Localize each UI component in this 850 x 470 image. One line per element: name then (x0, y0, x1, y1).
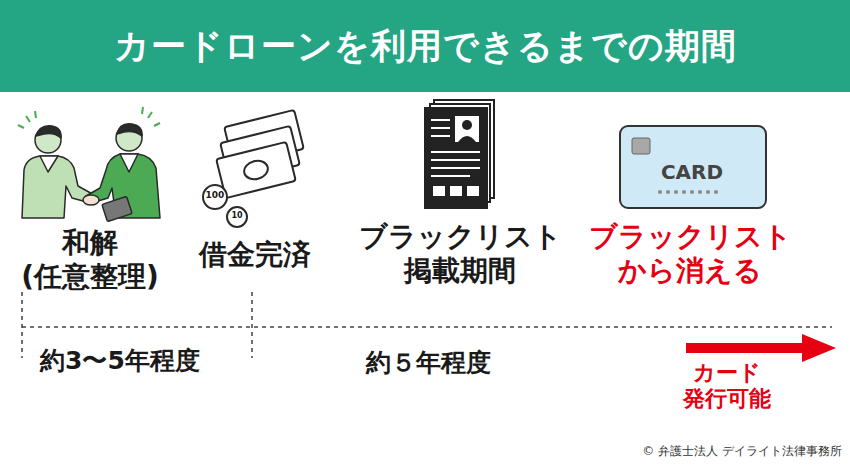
illustration-part (120, 154, 138, 172)
illustration-part (21, 292, 23, 358)
coin-text: 100 (206, 191, 225, 200)
step-label: ブラックリスト から消える (570, 220, 810, 287)
illustration-part (251, 292, 253, 358)
illustration-part (433, 186, 445, 196)
illustration-part (682, 190, 686, 194)
illustration-part (431, 120, 480, 176)
title: カードローンを利用できるまでの期間 (0, 0, 850, 92)
illustration-part (666, 190, 670, 194)
illustration-part (431, 127, 450, 129)
illustration-part (142, 107, 160, 126)
illustration-part (658, 190, 718, 194)
illustration-part (462, 120, 472, 130)
card-text: CARD (661, 160, 723, 184)
illustration-part (18, 111, 36, 128)
illustration-part (227, 207, 247, 227)
illustration-part (698, 190, 702, 194)
illustration-part (425, 108, 487, 208)
illustration-part (242, 158, 270, 181)
illustration-part (706, 190, 710, 194)
duration-label: 約５年程度 (366, 348, 491, 378)
handshake-icon (18, 107, 160, 222)
illustration-part (620, 126, 766, 208)
illustration-part (690, 190, 694, 194)
illustration-part (431, 167, 480, 169)
illustration-part (431, 135, 450, 137)
document-icon (425, 100, 494, 208)
coin-text: 10 (231, 212, 242, 220)
illustration-part (117, 124, 142, 136)
illustration-part (40, 156, 58, 172)
illustration-part (431, 159, 480, 161)
illustration-part (102, 196, 132, 221)
illustration-part (714, 190, 718, 194)
illustration-part (203, 185, 227, 209)
illustration-part (658, 190, 662, 194)
illustration-part (674, 190, 678, 194)
illustration-part (431, 151, 480, 153)
illustration-part (686, 343, 804, 353)
illustration-part (458, 136, 476, 142)
title-band (0, 0, 850, 92)
illustration-part (455, 116, 479, 142)
duration-label: 約3〜5年程度 (40, 346, 200, 376)
illustration-part (22, 156, 96, 218)
illustration-part (216, 142, 296, 198)
illustration-part (632, 138, 650, 154)
step-label: 借金完済 (199, 238, 311, 272)
illustration-part (467, 186, 479, 196)
result-label: カード 発行可能 (672, 360, 782, 413)
step-label: ブラックリスト 掲載期間 (340, 220, 580, 287)
copyright: © 弁護士法人 デイライト法律事務所 (642, 444, 842, 458)
illustration-part (431, 175, 470, 177)
illustration-part (802, 334, 836, 362)
card-icon (620, 126, 766, 208)
illustration-part (431, 119, 450, 121)
illustration-part (83, 195, 99, 205)
money-icon (203, 110, 304, 227)
illustration-part (22, 326, 832, 328)
red-arrow (686, 334, 836, 362)
illustration-part (450, 186, 462, 196)
step-label: 和解 (任意整理) (5, 226, 175, 293)
illustration-part (36, 126, 61, 138)
